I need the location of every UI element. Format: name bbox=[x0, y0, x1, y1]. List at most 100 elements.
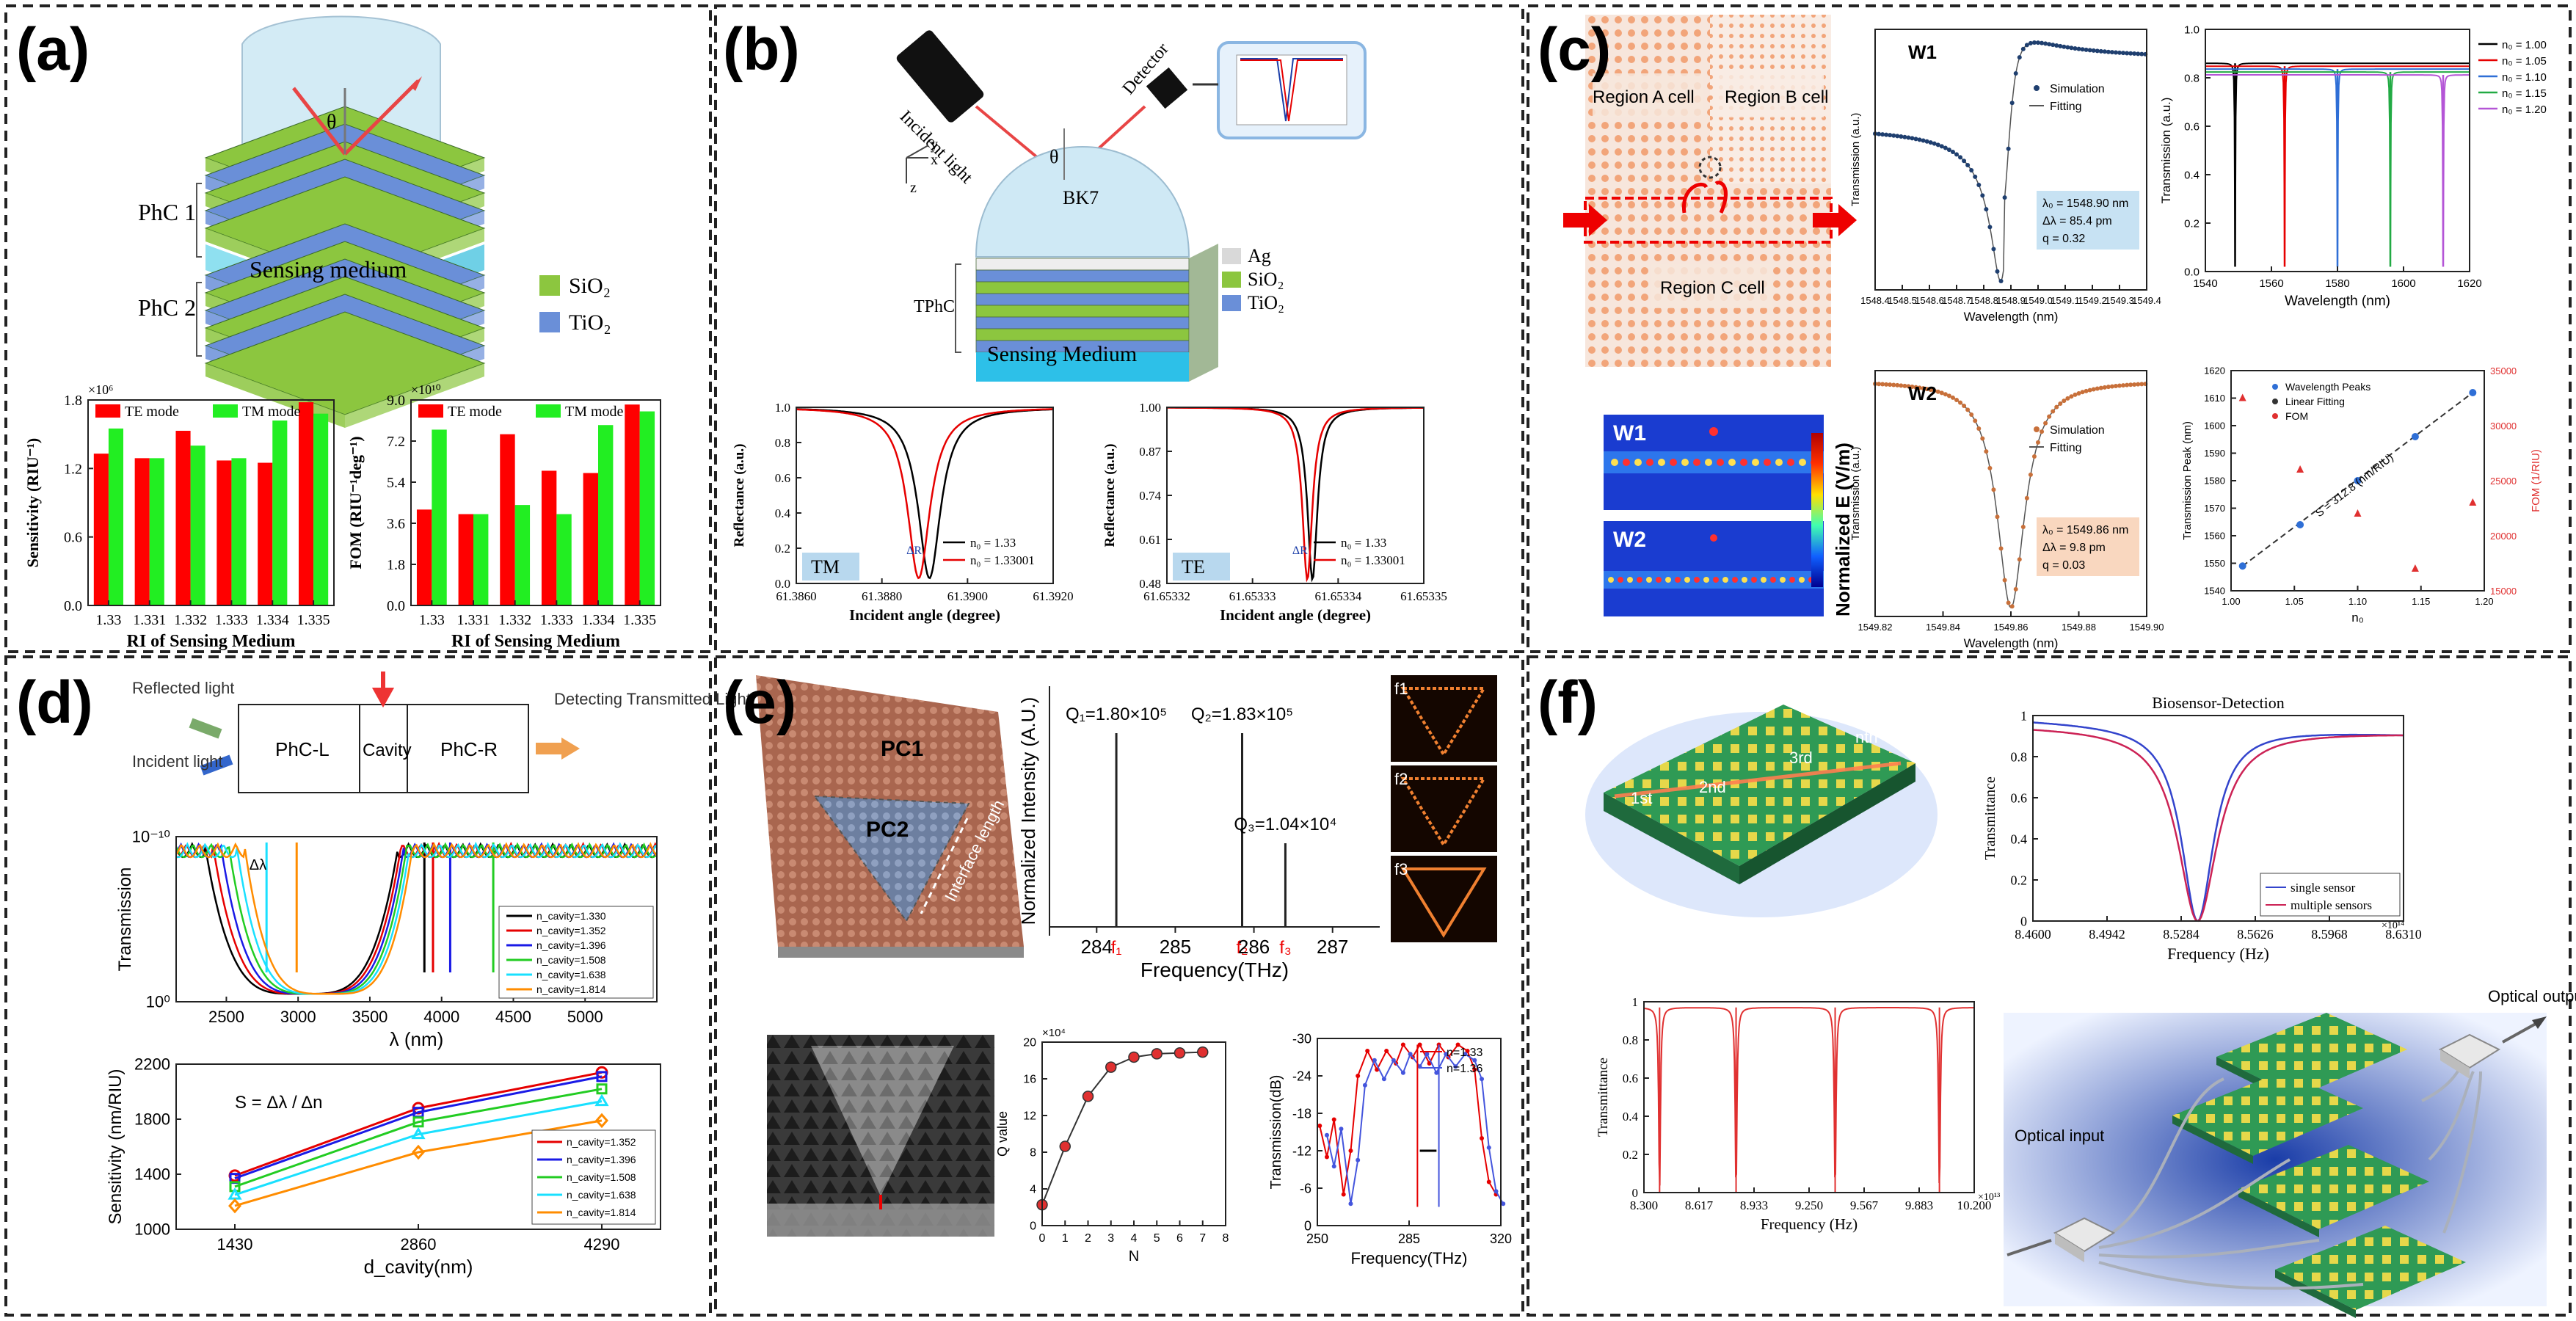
y-axis-label: Transmission (a.u.) bbox=[1849, 447, 1862, 541]
simulation-point bbox=[2017, 557, 2022, 562]
sensitivity-line bbox=[234, 1100, 603, 1196]
panel-a-phc2-label: PhC 2 bbox=[138, 294, 196, 321]
plot-frame bbox=[1041, 1041, 1226, 1226]
simulation-point bbox=[2002, 578, 2007, 583]
transmission-point bbox=[1317, 1124, 1322, 1128]
x-axis-label: Frequency (Hz) bbox=[2167, 945, 2269, 963]
y-tick-label: 10⁻¹⁰ bbox=[132, 828, 170, 846]
y-tick-label: 0.2 bbox=[2184, 217, 2200, 230]
y-axis-label: FOM (RIU⁻¹deg⁻¹) bbox=[346, 436, 365, 569]
simulation-point bbox=[2040, 429, 2045, 434]
panel-a-phc1-label: PhC 1 bbox=[138, 199, 196, 225]
legend-marker bbox=[2272, 413, 2278, 419]
legend-label: Fitting bbox=[2050, 101, 2082, 113]
y-tick-label: 1.00 bbox=[1139, 401, 1161, 415]
simulation-point bbox=[2062, 44, 2067, 49]
panel-b-setup: Incident light Detector BK7 θ TPhC Sensi… bbox=[896, 30, 1367, 382]
bar-tm-mode bbox=[149, 458, 164, 605]
panel-f: (f) 1st 2nd 3rd nth Optical input bbox=[1538, 669, 2576, 1318]
simulation-point bbox=[1954, 152, 1959, 157]
simulation-point bbox=[2073, 46, 2078, 51]
q-point bbox=[1151, 1048, 1163, 1060]
x-tick-label: 8.5968 bbox=[2311, 927, 2348, 942]
panel-a-legend: SiO₂ TiO₂ bbox=[539, 274, 611, 335]
mode-map-bg bbox=[1391, 675, 1497, 762]
transmission-point bbox=[1324, 1132, 1329, 1138]
q-point bbox=[1128, 1051, 1140, 1063]
x-axis-label: Wavelength (nm) bbox=[2285, 294, 2390, 309]
x-tick-label: 1549.1 bbox=[2051, 295, 2080, 306]
transmission-point bbox=[1455, 1042, 1460, 1047]
simulation-point bbox=[1991, 247, 1996, 252]
simulation-point bbox=[2009, 604, 2015, 609]
field-hotspot bbox=[1799, 577, 1805, 583]
panel-d-phcl: PhC-L bbox=[275, 738, 330, 760]
x-tick-label: 1430 bbox=[217, 1235, 253, 1253]
panel-d: (d) PhC-L Cavity PhC-R Reflected light I… bbox=[16, 669, 751, 1278]
panel-d-incident: Incident light bbox=[132, 752, 223, 771]
simulation-point bbox=[1965, 407, 1971, 412]
y2-tick-label: 30000 bbox=[2490, 421, 2517, 432]
tphc-layer bbox=[975, 281, 1190, 294]
x-tick-label: 1.15 bbox=[2412, 596, 2430, 607]
bar-te-mode bbox=[134, 458, 150, 605]
field-hotspot bbox=[1770, 577, 1776, 583]
x-tick-label: 1560 bbox=[2259, 277, 2283, 290]
simulation-point bbox=[2031, 40, 2037, 46]
info-line: q = 0.03 bbox=[2042, 559, 2085, 572]
panel-d-reflected: Reflected light bbox=[132, 679, 234, 697]
tphc-layer bbox=[975, 316, 1190, 330]
mode-label: f1 bbox=[1394, 680, 1408, 698]
x-tick-label: 1548.9 bbox=[1996, 295, 2026, 306]
x-axis-label: Wavelength (nm) bbox=[1964, 310, 2059, 324]
sensitivity-line bbox=[234, 1088, 603, 1188]
y-tick-label: 0.74 bbox=[1139, 489, 1161, 503]
field-hotspot bbox=[1646, 577, 1652, 583]
legend-label: TE mode bbox=[448, 404, 502, 420]
field-hotspot bbox=[1634, 459, 1642, 466]
y-tick-label: 1.0 bbox=[2184, 23, 2200, 36]
legend-box bbox=[2260, 873, 2401, 917]
y-tick-label: 1550 bbox=[2204, 558, 2225, 569]
simulation-point bbox=[2080, 390, 2085, 395]
axis-multiplier: ×10¹⁴ bbox=[2382, 920, 2404, 931]
delta-annotation: Δλ bbox=[250, 857, 266, 873]
x-tick-label: 1549.88 bbox=[2062, 622, 2096, 633]
transmission-point bbox=[1408, 1052, 1413, 1057]
x-tick-label: 286 bbox=[1238, 936, 1270, 958]
bar-te-mode bbox=[458, 514, 473, 605]
field-hotspot bbox=[1740, 459, 1747, 466]
legend-label: n_cavity=1.352 bbox=[567, 1136, 636, 1148]
x-tick-label: 2500 bbox=[208, 1008, 244, 1026]
x-tick-label: 1.331 bbox=[133, 612, 166, 628]
legend-label: Simulation bbox=[2050, 424, 2105, 437]
simulation-point bbox=[2095, 386, 2100, 391]
wavelength-peak-point bbox=[2296, 521, 2304, 528]
sensor-board bbox=[2275, 1226, 2466, 1310]
chart-e-spectrum: Q₁=1.80×10⁵f₁Q₂=1.83×10⁵f₂Q₃=1.04×10⁴f₃2… bbox=[1017, 686, 1380, 981]
field-hotspot bbox=[1752, 459, 1759, 466]
bar-tm-mode bbox=[108, 428, 124, 605]
simulation-point bbox=[2024, 43, 2029, 48]
panel-a-legend-sio2: SiO₂ bbox=[569, 274, 611, 298]
simulation-point bbox=[2095, 48, 2100, 54]
field-hotspot bbox=[1670, 459, 1677, 466]
x-tick-label: 7 bbox=[1199, 1232, 1206, 1245]
x-tick-label: 61.3900 bbox=[947, 589, 988, 603]
panel-f-output: Optical output bbox=[2488, 987, 2576, 1005]
field-hotspot bbox=[1608, 577, 1614, 583]
field-hotspot bbox=[1675, 577, 1681, 583]
info-line: λ₀ = 1548.90 nm bbox=[2042, 197, 2128, 210]
y-tick-label: 0 bbox=[1030, 1220, 1036, 1233]
title-box bbox=[1173, 553, 1230, 581]
panel-f-label: (f) bbox=[1538, 669, 1598, 736]
transmission-curve bbox=[175, 842, 658, 995]
x-tick-label: 0 bbox=[1039, 1232, 1046, 1245]
simulation-point bbox=[2098, 385, 2103, 390]
legend-label: n_cavity=1.508 bbox=[567, 1171, 636, 1183]
panel-c-colorbar-label: Normalized E (V/m) bbox=[1832, 443, 1854, 616]
formula-annotation: S = Δλ / Δn bbox=[235, 1093, 322, 1113]
y-tick-label: 1560 bbox=[2204, 531, 2225, 542]
